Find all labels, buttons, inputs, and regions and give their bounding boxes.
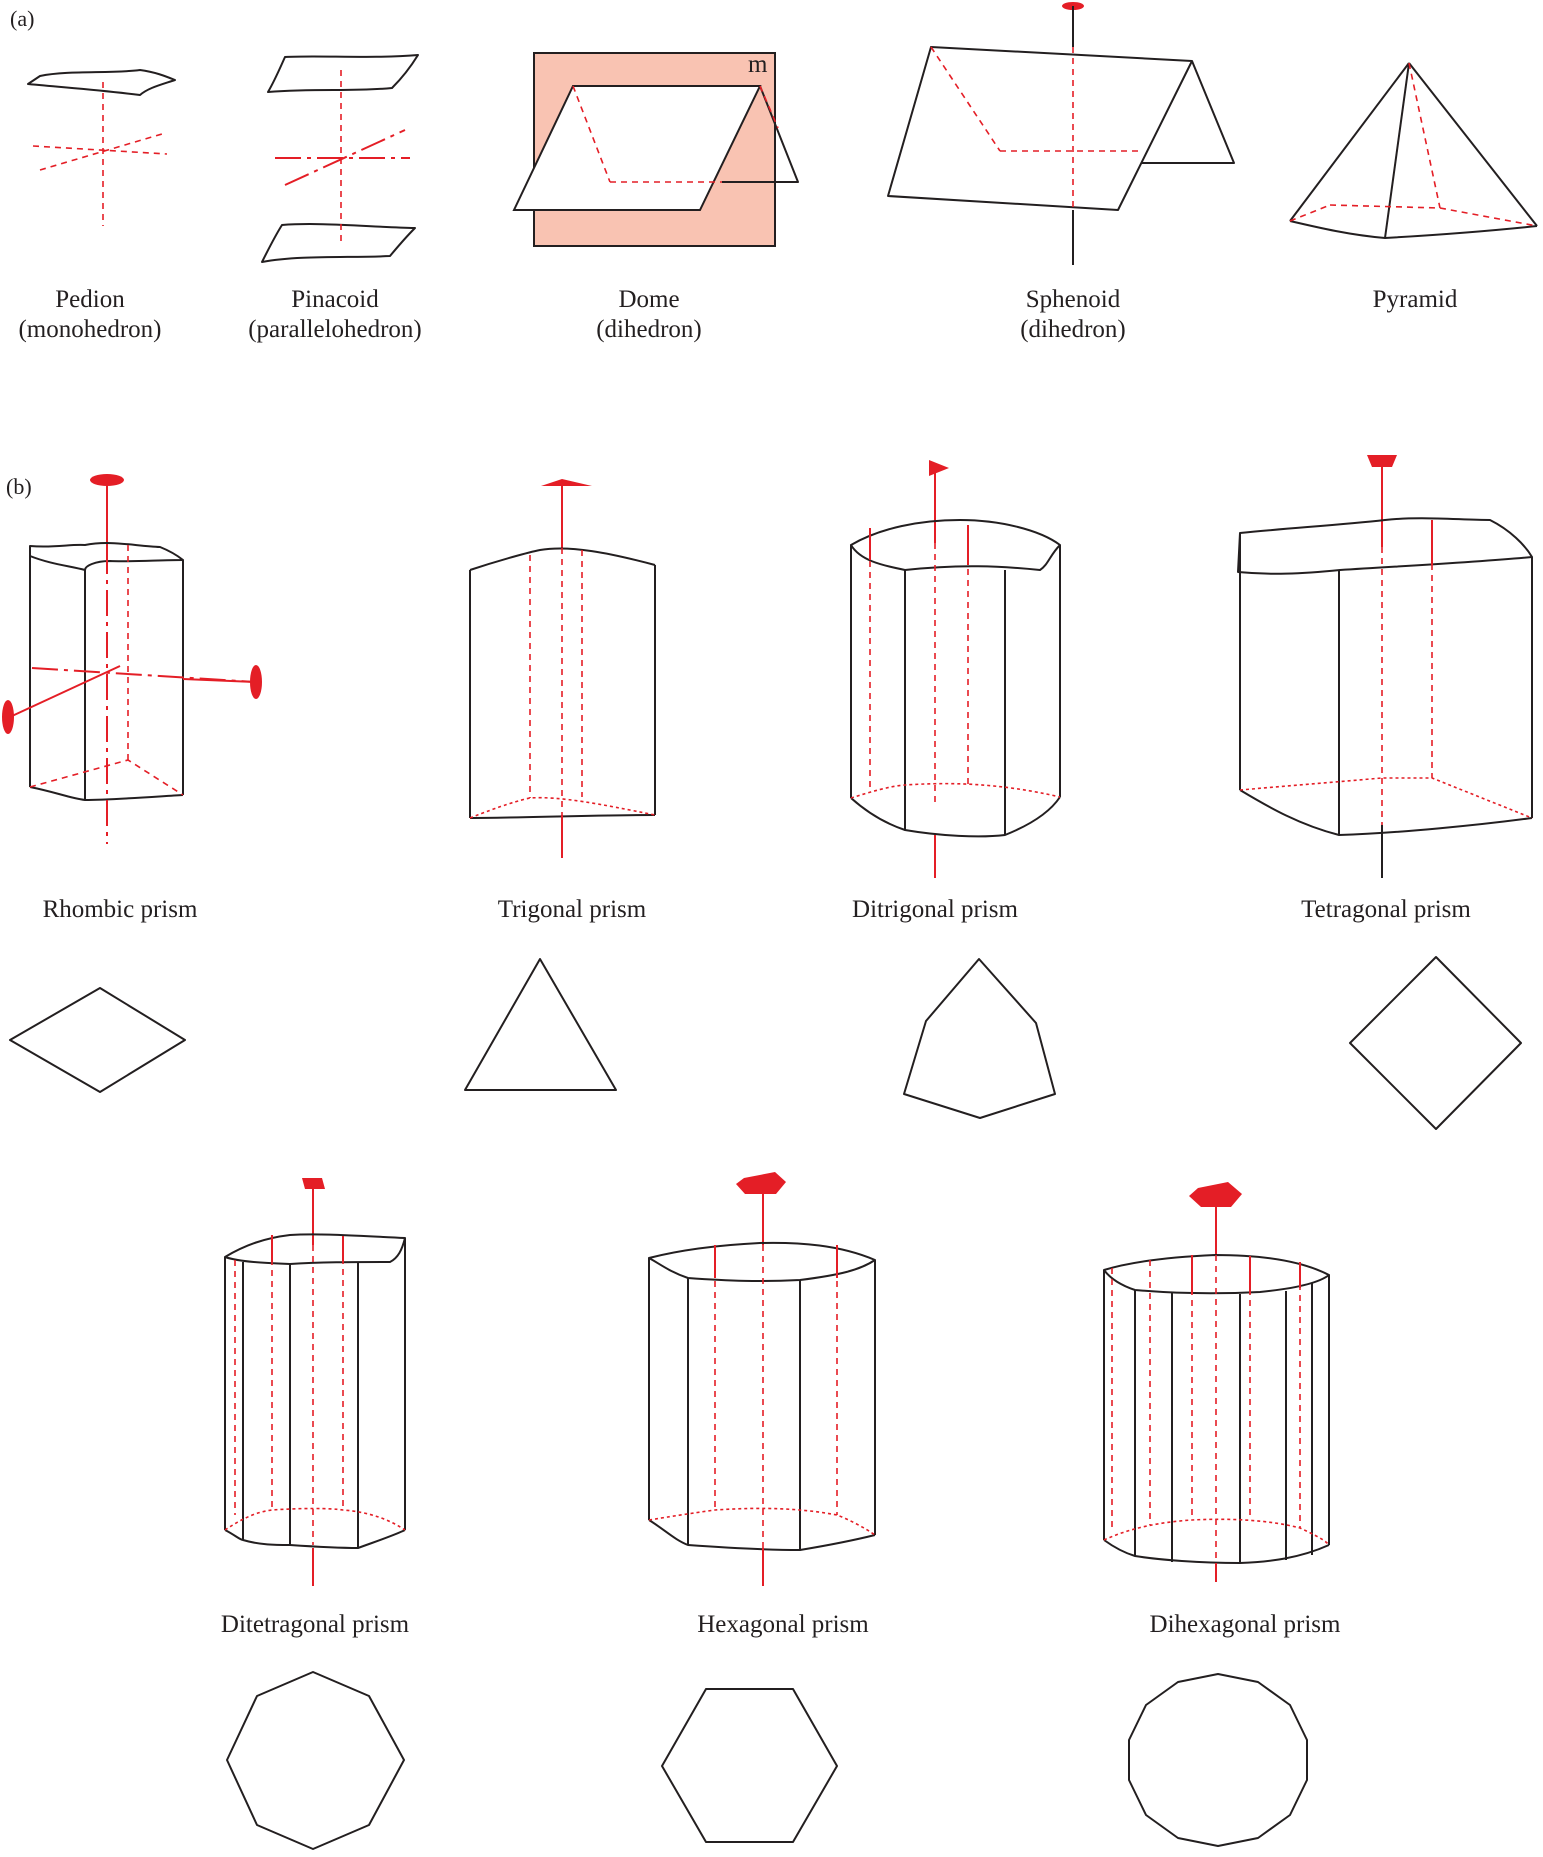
rhombic-prism-drawing bbox=[2, 474, 262, 844]
ditrigonal-threefold-axis-icon bbox=[929, 460, 949, 476]
hexagonal-prism-label: Hexagonal prism bbox=[697, 1611, 869, 1638]
trigonal-cross-section bbox=[464, 958, 617, 1091]
mirror-plane-label: m bbox=[748, 51, 768, 78]
rhombic-right-twofold-icon bbox=[250, 665, 262, 699]
pyramid-name-label: Pyramid bbox=[1373, 286, 1458, 313]
ditetragonal-prism-drawing bbox=[224, 1178, 406, 1586]
dihexagonal-prism-drawing bbox=[1103, 1182, 1330, 1582]
tetragonal-fourfold-axis-icon bbox=[1367, 455, 1397, 467]
hexagonal-prism-drawing bbox=[648, 1172, 876, 1586]
ditrigonal-prism-label: Ditrigonal prism bbox=[852, 896, 1019, 923]
tetragonal-cross-section bbox=[1349, 956, 1522, 1130]
pyramid-drawing bbox=[1289, 62, 1538, 239]
tetragonal-prism-drawing bbox=[1237, 455, 1533, 878]
rhombic-cross-section bbox=[9, 987, 186, 1093]
dihexagonal-sixfold-axis-icon bbox=[1189, 1182, 1242, 1207]
dihexagonal-cross-section bbox=[1128, 1673, 1308, 1847]
pedion-alt-label: (monohedron) bbox=[18, 316, 161, 343]
ditetragonal-cross-section bbox=[226, 1671, 405, 1850]
trigonal-prism-drawing bbox=[469, 479, 656, 858]
trigonal-threefold-axis-icon bbox=[541, 479, 592, 486]
panel-label-a: (a) bbox=[10, 6, 34, 31]
pinacoid-name-label: Pinacoid bbox=[291, 286, 379, 313]
rhombic-left-twofold-icon bbox=[2, 700, 14, 734]
sphenoid-drawing bbox=[887, 2, 1235, 265]
ditrigonal-cross-section bbox=[903, 958, 1056, 1119]
pedion-name-label: Pedion bbox=[55, 286, 125, 313]
pinacoid-drawing bbox=[261, 54, 419, 263]
sphenoid-name-label: Sphenoid bbox=[1026, 286, 1121, 313]
dome-drawing: m bbox=[512, 51, 799, 247]
dome-alt-label: (dihedron) bbox=[596, 316, 702, 343]
ditetragonal-fourfold-axis-icon bbox=[302, 1178, 325, 1189]
pedion-drawing bbox=[27, 69, 176, 226]
sphenoid-alt-label: (dihedron) bbox=[1020, 316, 1126, 343]
hexagonal-sixfold-axis-icon bbox=[736, 1172, 786, 1194]
ditetragonal-prism-label: Ditetragonal prism bbox=[221, 1611, 410, 1638]
hexagonal-cross-section bbox=[661, 1688, 838, 1843]
tetragonal-prism-label: Tetragonal prism bbox=[1301, 896, 1471, 923]
rhombic-prism-label: Rhombic prism bbox=[43, 896, 198, 923]
trigonal-prism-label: Trigonal prism bbox=[498, 896, 647, 923]
pinacoid-alt-label: (parallelohedron) bbox=[248, 316, 422, 343]
ditrigonal-prism-drawing bbox=[850, 460, 1061, 878]
dome-name-label: Dome bbox=[618, 286, 679, 313]
panel-label-b: (b) bbox=[6, 474, 32, 499]
dihexagonal-prism-label: Dihexagonal prism bbox=[1150, 1611, 1341, 1638]
